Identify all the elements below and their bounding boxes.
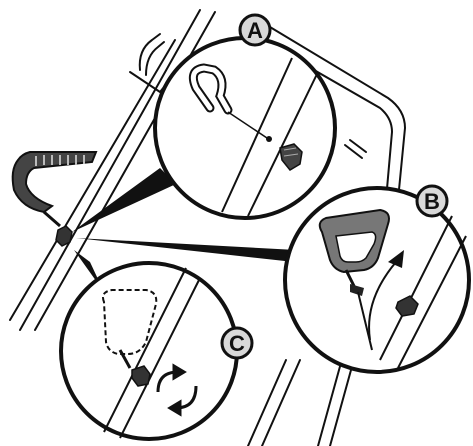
handle-grip bbox=[13, 152, 96, 246]
callout-label-a: A bbox=[247, 18, 263, 43]
callout-label-c: C bbox=[229, 331, 245, 356]
callout-label-b: B bbox=[424, 189, 440, 214]
detail-circle-a: A bbox=[155, 15, 335, 218]
grip-ribs bbox=[36, 155, 84, 166]
callout-badge-c: C bbox=[222, 328, 252, 358]
callout-badge-a: A bbox=[240, 15, 270, 45]
detail-circle-b: B bbox=[285, 186, 469, 372]
callout-badge-b: B bbox=[417, 186, 447, 216]
mounting-knob bbox=[56, 226, 72, 246]
detail-circle-c: C bbox=[61, 263, 252, 439]
